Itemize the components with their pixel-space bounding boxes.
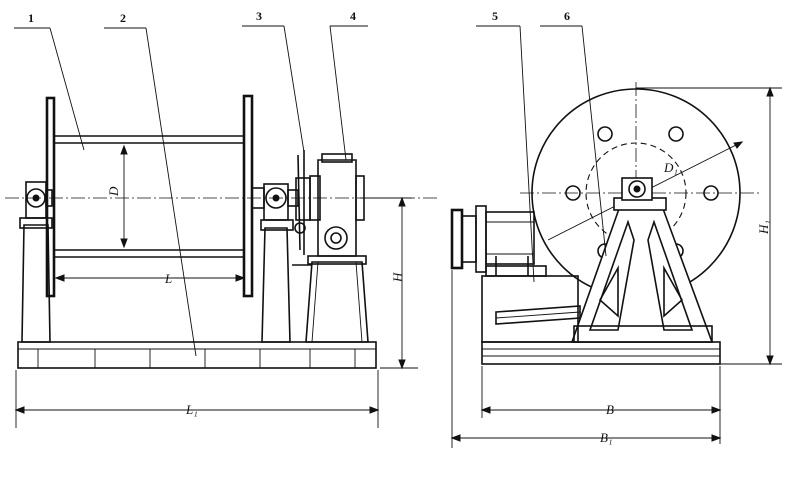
- drum: [45, 94, 254, 298]
- svg-text:H₁: H₁: [756, 220, 771, 235]
- callout-2: 2: [120, 11, 126, 25]
- front-view: 1 2 3 4 D L L: [5, 9, 440, 428]
- callout-6: 6: [564, 9, 570, 23]
- callout-leaders-front: 1 2 3 4: [14, 9, 368, 357]
- base-frame-front: [17, 341, 377, 369]
- side-view: 5 6 D₁ H₁ B: [450, 9, 782, 448]
- side-motor: [450, 205, 581, 343]
- callout-leaders-side: 5 6: [476, 9, 607, 283]
- dim-overall-width: B₁: [450, 270, 722, 448]
- svg-text:B: B: [606, 402, 614, 417]
- dim-overall-length: L₁: [14, 370, 380, 428]
- dim-drum-diameter: D: [106, 186, 121, 197]
- dim-base-width: B: [480, 366, 722, 444]
- callout-4: 4: [350, 9, 356, 23]
- svg-text:L₁: L₁: [185, 402, 198, 417]
- right-bearing-support: [251, 183, 299, 343]
- svg-text:H: H: [390, 272, 405, 283]
- dim-drum-length: L: [54, 271, 246, 286]
- dim-shaft-height: H: [360, 196, 418, 370]
- base-frame-side: [481, 341, 721, 365]
- left-bearing-support: [19, 181, 53, 343]
- callout-3: 3: [256, 9, 262, 23]
- dim-flange-diameter: D₁: [663, 160, 678, 175]
- svg-text:L: L: [164, 271, 172, 286]
- gearbox: [305, 153, 369, 343]
- svg-text:B₁: B₁: [600, 430, 612, 445]
- callout-5: 5: [492, 9, 498, 23]
- dim-overall-height: H₁: [636, 86, 782, 366]
- a-frame-support: [570, 177, 714, 343]
- brake-lever: [292, 150, 312, 266]
- callout-1: 1: [28, 11, 34, 25]
